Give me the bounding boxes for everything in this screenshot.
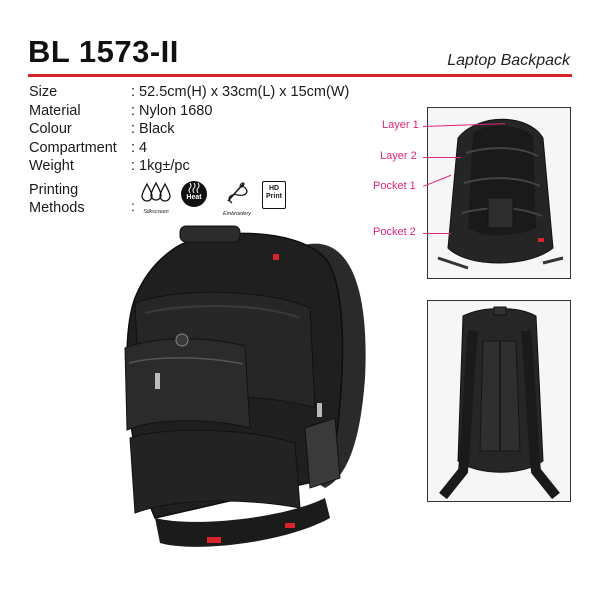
spec-row-size: Size : 52.5cm(H) x 33cm(L) x 15cm(W)	[29, 83, 349, 102]
backpack-back-photo	[439, 306, 560, 500]
callout-pocket-2: Pocket 2	[373, 226, 416, 238]
printing-label-line1: Printing	[29, 182, 79, 198]
inset-open-backpack	[427, 107, 571, 279]
spec-value: : 4	[131, 139, 148, 156]
printing-method-heat: Heat	[181, 181, 207, 207]
product-code: BL 1573-II	[28, 34, 179, 69]
heat-waves-icon	[188, 183, 200, 194]
backpack-open-photo	[437, 118, 564, 270]
silkscreen-drops-icon	[141, 181, 171, 202]
callout-pointer	[423, 233, 451, 234]
product-name: Laptop Backpack	[447, 52, 570, 69]
spec-value: : Nylon 1680	[131, 102, 213, 119]
heat-badge-text: Heat	[186, 194, 202, 201]
printing-label-line2: Methods	[29, 200, 85, 216]
printing-method-silkscreen: Silkscreen	[141, 181, 171, 215]
spec-row-compartment: Compartment : 4	[29, 139, 349, 158]
inset-backpack-back-view	[427, 300, 571, 502]
printing-method-hd-print: HD Print	[262, 181, 286, 209]
callout-layer-2: Layer 2	[380, 150, 417, 162]
spec-label: Weight	[29, 158, 74, 174]
spec-label: Size	[29, 84, 58, 100]
spec-row-material: Material : Nylon 1680	[29, 102, 349, 121]
hd-print-icon: HD Print	[262, 181, 286, 209]
spec-list: Size : 52.5cm(H) x 33cm(L) x 15cm(W) Mat…	[29, 83, 349, 176]
callout-layer-1: Layer 1	[382, 119, 419, 131]
spec-value: : 1kg±/pc	[131, 158, 190, 174]
callout-pocket-1: Pocket 1	[373, 180, 416, 192]
printing-colon: :	[131, 198, 135, 214]
spec-label: Material	[29, 102, 81, 119]
spec-label: Colour	[29, 121, 72, 137]
heat-transfer-icon: Heat	[181, 181, 207, 207]
spec-row-colour: Colour : Black	[29, 120, 349, 139]
method-caption: Silkscreen	[143, 209, 169, 215]
backpack-main-photo	[124, 225, 366, 547]
printing-method-embroidery: Embroidery	[222, 181, 252, 217]
spec-value: : Black	[131, 121, 175, 137]
callout-pointer	[423, 157, 461, 158]
spec-value: : 52.5cm(H) x 33cm(L) x 15cm(W)	[131, 84, 350, 100]
embroidery-needle-icon	[227, 182, 248, 204]
header-divider	[28, 74, 572, 77]
spec-label: Compartment	[29, 139, 117, 156]
spec-row-weight: Weight : 1kg±/pc	[29, 157, 349, 176]
printing-methods-label: Printing Methods	[29, 181, 85, 217]
method-caption: Embroidery	[222, 211, 252, 217]
hd-print-badge-text: HD Print	[266, 185, 282, 200]
